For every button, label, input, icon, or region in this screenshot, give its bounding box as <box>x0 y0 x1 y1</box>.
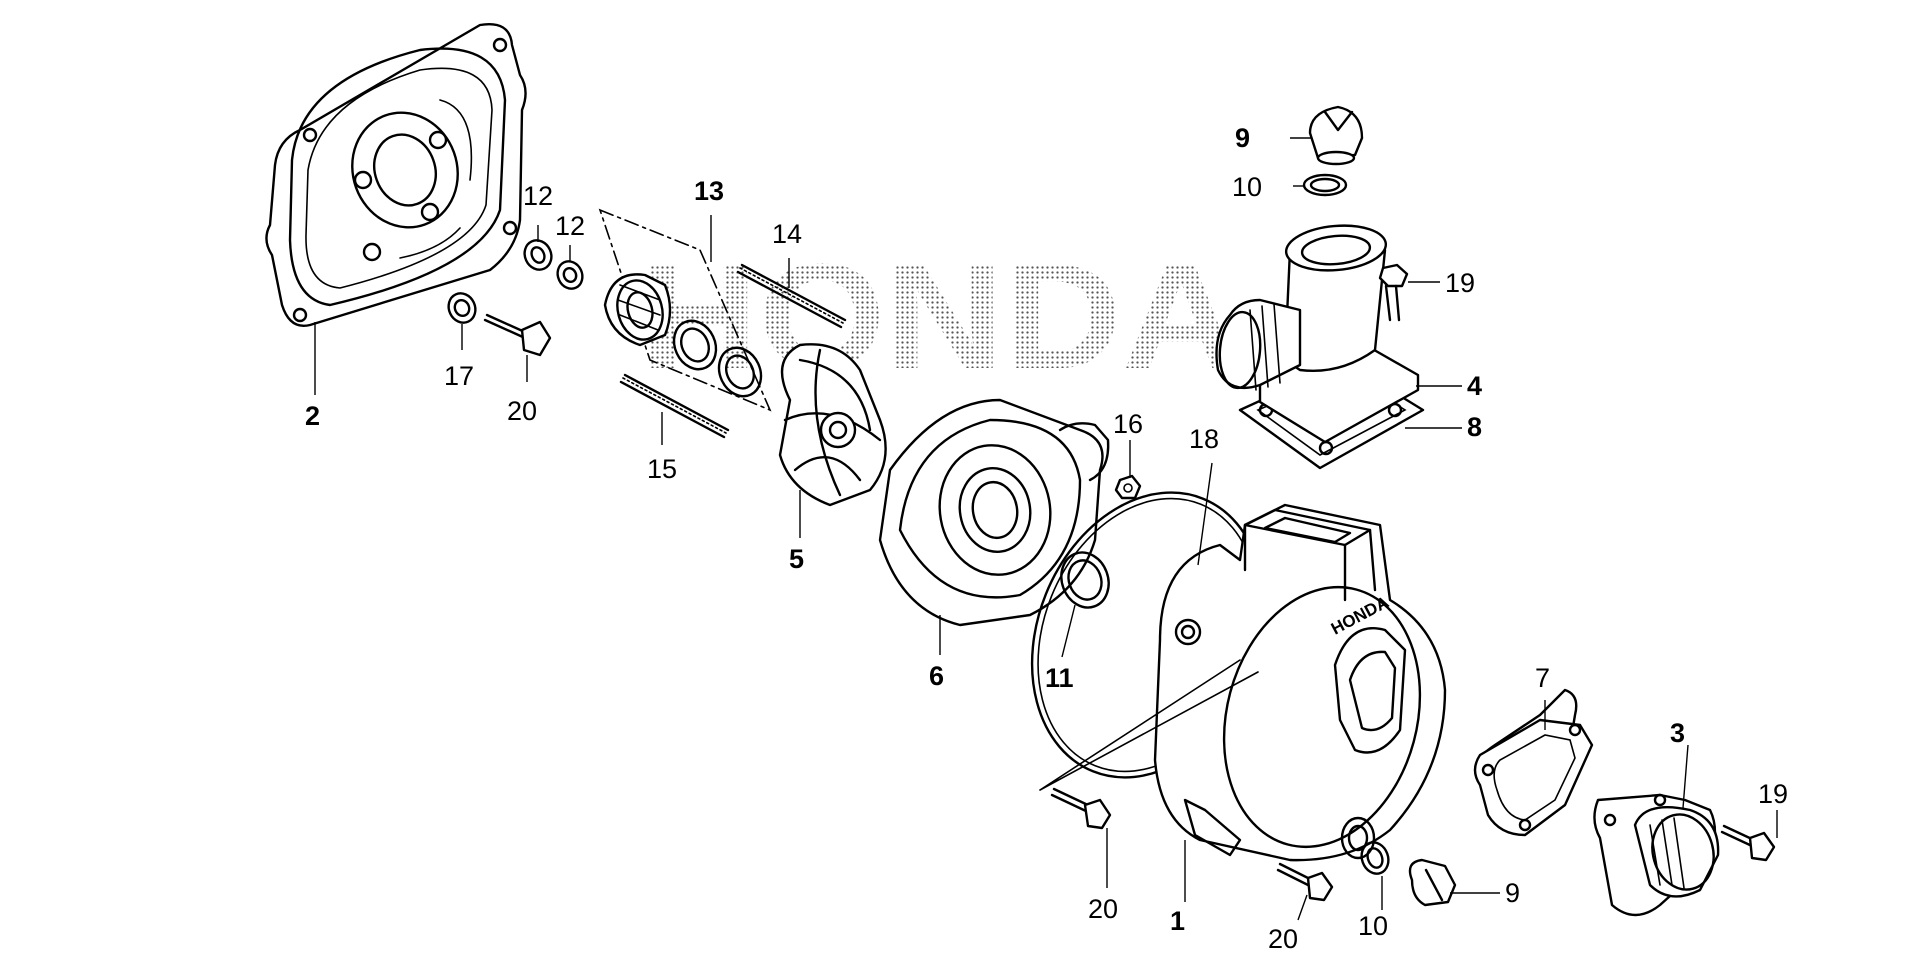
part-15-stud[interactable] <box>619 373 730 439</box>
label-20-mid: 20 <box>1088 894 1118 924</box>
label-3: 3 <box>1670 718 1685 748</box>
label-8: 8 <box>1467 412 1482 442</box>
part-14-stud[interactable] <box>736 263 847 329</box>
label-4: 4 <box>1467 371 1482 401</box>
label-20-left: 20 <box>507 396 537 426</box>
part-12b-washer[interactable] <box>553 257 587 293</box>
part-1-pump-casing[interactable]: HONDA <box>1153 503 1448 869</box>
label-19-top: 19 <box>1445 268 1475 298</box>
part-10b-washer[interactable] <box>1357 839 1392 878</box>
part-9b-plug[interactable] <box>1408 858 1457 907</box>
part-2-side-plate[interactable] <box>265 23 527 327</box>
part-3-inspection-cover[interactable] <box>1593 793 1721 917</box>
leader-lines <box>314 137 1778 921</box>
part-9a-plug[interactable] <box>1308 105 1364 166</box>
label-14: 14 <box>772 219 802 249</box>
label-10-top: 10 <box>1232 172 1262 202</box>
label-13: 13 <box>694 176 724 206</box>
part-17-washer[interactable] <box>444 289 480 327</box>
label-9-bottom: 9 <box>1505 878 1520 908</box>
part-7-gasket[interactable] <box>1473 688 1594 837</box>
label-17: 17 <box>444 361 474 391</box>
part-5-impeller[interactable] <box>778 343 887 507</box>
part-20a-bolt[interactable] <box>483 313 552 357</box>
label-12-left: 12 <box>523 181 553 211</box>
label-20-right: 20 <box>1268 924 1298 954</box>
label-16: 16 <box>1113 409 1143 439</box>
part-6-volute[interactable] <box>878 398 1110 627</box>
part-20c-bolt[interactable] <box>1276 862 1334 902</box>
part-12a-washer[interactable] <box>520 236 556 274</box>
label-19-bottom: 19 <box>1758 779 1788 809</box>
part-4-discharge-elbow[interactable] <box>1215 222 1420 444</box>
label-10-bottom: 10 <box>1358 911 1388 941</box>
label-11: 11 <box>1045 663 1074 693</box>
label-6: 6 <box>929 661 944 691</box>
label-7: 7 <box>1535 663 1550 693</box>
label-1: 1 <box>1170 906 1185 936</box>
part-13-seal-set[interactable] <box>598 208 772 412</box>
label-5: 5 <box>789 544 804 574</box>
watermark: HONDA <box>640 232 1240 400</box>
label-12-right: 12 <box>555 211 585 241</box>
part-16-nut[interactable] <box>1114 474 1142 500</box>
part-19b-bolt[interactable] <box>1720 824 1776 862</box>
part-19a-bolt[interactable] <box>1378 263 1409 322</box>
label-9-top: 9 <box>1235 123 1250 153</box>
part-20b-bolt[interactable] <box>1050 787 1112 830</box>
label-15: 15 <box>647 454 677 484</box>
label-18: 18 <box>1189 424 1219 454</box>
part-10a-washer[interactable] <box>1302 173 1348 197</box>
guide-line <box>1039 659 1259 791</box>
callouts: 1 2 3 4 5 6 7 8 9 9 10 10 11 12 12 13 14… <box>305 123 1788 954</box>
label-2: 2 <box>305 401 320 431</box>
